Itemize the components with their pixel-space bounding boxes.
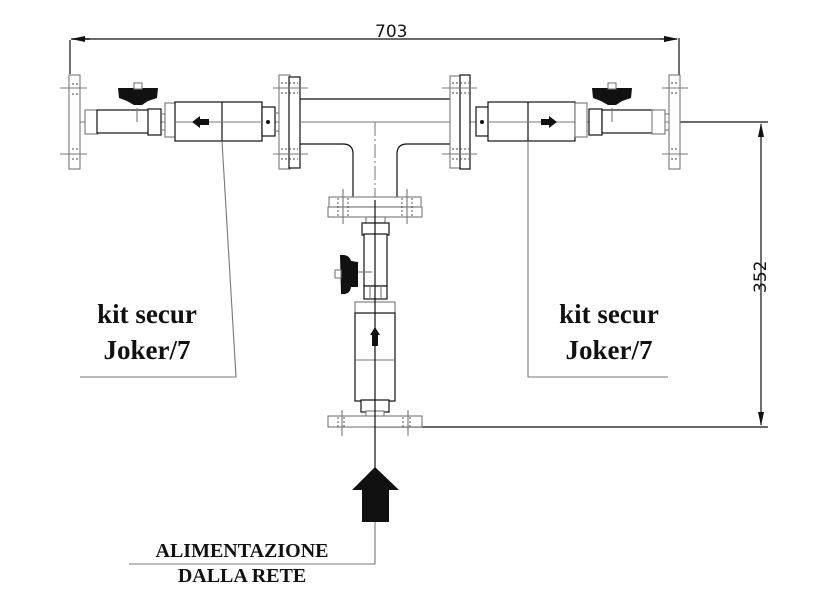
left-end-flange [60, 74, 87, 170]
left-ball-valve [84, 82, 165, 136]
left-kit-label: kit secur Joker/7 [62, 296, 232, 368]
left-kit-label-line1: kit secur [97, 299, 197, 329]
right-valve-handle-icon [592, 88, 632, 105]
right-kit-label-line1: kit secur [559, 299, 659, 329]
left-kit-label-line2: Joker/7 [103, 335, 191, 365]
right-kit-label-line2: Joker/7 [565, 335, 653, 365]
left-valve-handle-icon [118, 88, 158, 105]
vertical-ball-valve [334, 216, 390, 300]
right-ball-valve [588, 82, 670, 136]
feed-label-line1: ALIMENTAZIONE [155, 540, 329, 562]
right-filter-kit [475, 101, 588, 142]
right-end-flange [662, 74, 688, 170]
feed-label: ALIMENTAZIONE DALLA RETE [127, 539, 357, 589]
tee-body [300, 98, 450, 200]
inlet-arrow-icon [352, 467, 399, 522]
right-kit-leader-line [527, 141, 668, 378]
dimension-width-label: 703 [375, 22, 407, 42]
dimension-height-label: 352 [751, 261, 771, 293]
right-kit-label: kit secur Joker/7 [524, 296, 694, 368]
dimension-width: 703 [69, 22, 680, 122]
feed-label-line2: DALLA RETE [177, 565, 307, 587]
dimension-height: 352 [375, 121, 771, 428]
left-kit-leader-line [80, 140, 237, 378]
right-flow-arrow-icon [541, 116, 557, 128]
tee-right-flange [442, 74, 477, 170]
vertical-valve-handle-icon [340, 254, 358, 295]
left-flow-arrow-icon [192, 116, 209, 128]
inlet-leader-line [129, 522, 376, 565]
left-filter-kit [164, 101, 280, 142]
